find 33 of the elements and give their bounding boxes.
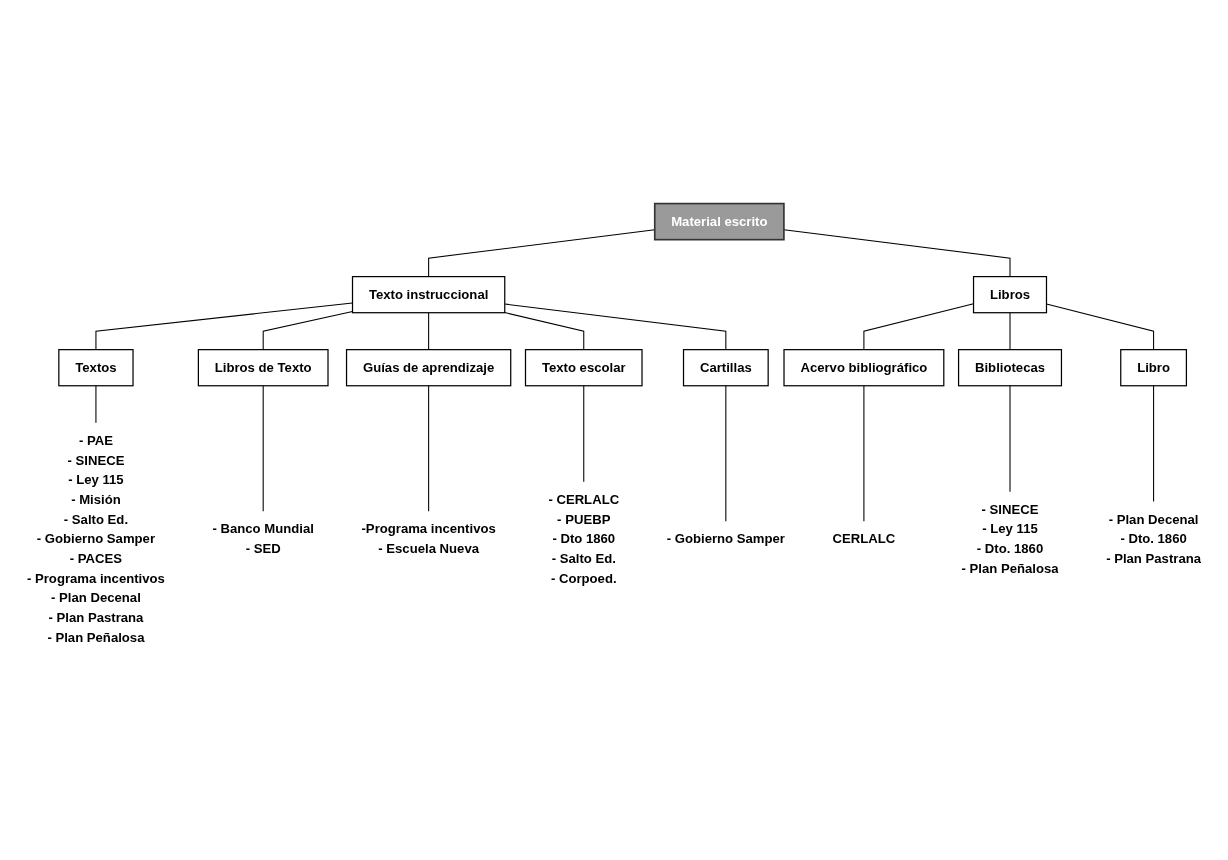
connector <box>1009 312 1011 351</box>
node-box <box>682 349 769 387</box>
connector <box>583 385 585 483</box>
connector <box>504 303 727 351</box>
connector <box>504 312 585 351</box>
node-text: CERLALC <box>832 532 896 547</box>
node-box <box>58 349 134 387</box>
node-box <box>351 276 506 314</box>
node-text: - Banco Mundial - SED <box>212 522 314 556</box>
connector <box>1009 385 1011 493</box>
node-box <box>957 349 1063 387</box>
node-text: - Plan Decenal - Dto. 1860 - Plan Pastrana <box>1106 512 1202 566</box>
node-box <box>653 203 785 241</box>
node-text: - Gobierno Samper <box>666 532 785 547</box>
connector <box>783 229 1011 278</box>
node-text: - SINECE - Ley 115 - Dto. 1860 - Plan Peñalosa <box>961 502 1059 576</box>
connector <box>428 312 430 351</box>
node-text: - PAE - SINECE - Ley 115 - Misión - Salto Ed. - Gobierno Samper - PACES - Programa incentivos - Plan Decenal - Plan Pastrana - Plan Peñalosa <box>26 433 165 645</box>
node-box <box>524 349 643 387</box>
connector <box>863 385 865 523</box>
node-box <box>783 349 945 387</box>
connector <box>262 385 264 513</box>
connector <box>428 385 430 513</box>
node-text: -Programa incentivos - Escuela Nueva <box>361 522 496 556</box>
connector <box>725 385 727 523</box>
connector <box>95 385 97 424</box>
node-box <box>197 349 329 387</box>
connector <box>1153 385 1155 503</box>
node-box <box>972 276 1048 314</box>
node-box <box>345 349 512 387</box>
node-text: - CERLALC - PUEBP - Dto 1860 - Salto Ed. - Corpoed. <box>548 492 620 586</box>
node-box <box>1120 349 1188 387</box>
concept-tree-diagram: Material escrito Texto instruccional Libros Textos Libros de Texto Guías de aprendizaje Texto escolar Cartillas Acervo bibliográfico Bibliotecas Libro - PAE - SINECE - Ley 115 - Misión - Salto Ed. - Gobierno Samper - PACES - Programa incentivos - Plan Decenal - Plan Pastrana - Plan Peñalosa - Banco Mundial - SED -Programa incentivos - Escuela Nueva - CERLALC - PUEBP - Dto 1860 - Salto Ed. - Corpoed. - Gobierno Samper CERLALC - SINECE - Ley 115 - Dto. 1860 - Plan Peñalosa - Plan Decenal - Dto. 1860 - Plan Pastrana <box>4 197 1224 663</box>
